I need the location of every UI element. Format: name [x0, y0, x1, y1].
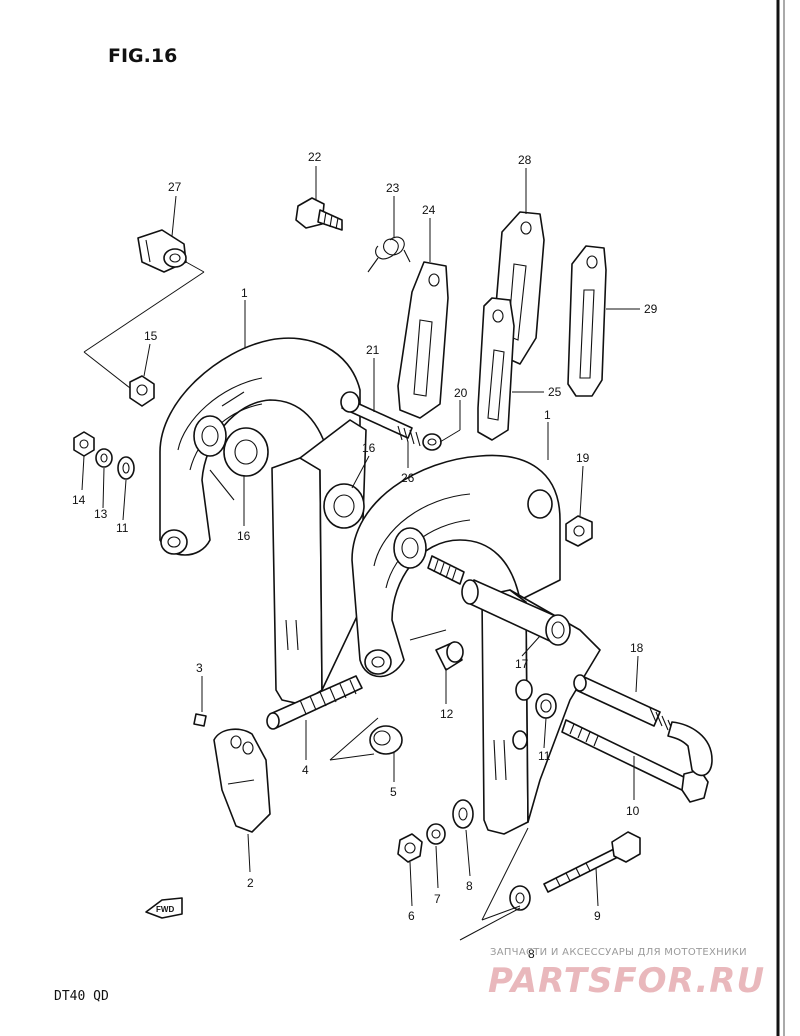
- part-11-washer-left: [117, 456, 135, 480]
- watermark-caption: ЗАПЧАСТИ И АКСЕССУАРЫ ДЛЯ МОТОТЕХНИКИ: [490, 947, 747, 958]
- callout-16-left: 16: [237, 529, 251, 543]
- part-4-rod: [266, 675, 363, 730]
- part-18-rod: [573, 674, 713, 777]
- callout-22: 22: [308, 150, 322, 164]
- part-7-lockwasher: [426, 823, 446, 845]
- fwd-arrow-icon: FWD: [145, 897, 183, 919]
- callout-3: 3: [196, 661, 203, 675]
- part-5-bush: [369, 725, 403, 755]
- part-8-washer-lower: [509, 885, 531, 911]
- part-17-tube: [461, 579, 571, 646]
- callout-14: 14: [72, 493, 86, 507]
- figure-title: FIG.16: [108, 45, 177, 67]
- callout-1-left: 1: [241, 286, 248, 300]
- callout-5: 5: [390, 785, 397, 799]
- callout-2: 2: [247, 876, 254, 890]
- part-1-bracket-right: [351, 454, 561, 678]
- callout-27: 27: [168, 180, 182, 194]
- callout-20: 20: [454, 386, 468, 400]
- callout-15: 15: [144, 329, 158, 343]
- callout-19: 19: [576, 451, 590, 465]
- callout-8-upper: 8: [466, 879, 473, 893]
- svg-text:FWD: FWD: [156, 905, 174, 914]
- callout-7: 7: [434, 892, 441, 906]
- threaded-stud: [427, 555, 465, 585]
- part-25-plate: [477, 297, 515, 441]
- part-21-pin: [340, 391, 413, 439]
- part-26-spring: [397, 425, 421, 447]
- callout-13: 13: [94, 507, 108, 521]
- callout-28: 28: [518, 153, 532, 167]
- callout-9: 9: [594, 909, 601, 923]
- part-20-washer: [422, 433, 442, 451]
- callout-16-right: 16: [362, 441, 376, 455]
- part-24-plate: [397, 261, 449, 419]
- callout-25: 25: [548, 385, 562, 399]
- part-27-fitting: [137, 229, 187, 273]
- callout-29: 29: [644, 302, 658, 316]
- part-13-lockwasher: [95, 448, 113, 468]
- part-15-nut: [129, 375, 155, 407]
- part-29-plate: [567, 245, 607, 397]
- part-14-nut: [73, 431, 95, 457]
- callout-18: 18: [630, 641, 644, 655]
- callout-6: 6: [408, 909, 415, 923]
- part-1-bracket-left: [159, 337, 361, 556]
- part-22-bolt: [295, 197, 343, 231]
- part-19-nut: [565, 515, 593, 547]
- callout-21: 21: [366, 343, 380, 357]
- callout-4: 4: [302, 763, 309, 777]
- part-8-washer-upper: [452, 799, 474, 829]
- watermark-brand: PARTSFOR.RU: [488, 961, 765, 1001]
- clamp-bracket-left: [271, 419, 367, 705]
- callout-17: 17: [515, 657, 529, 671]
- part-12-bush: [435, 641, 464, 671]
- part-23-spring: [367, 236, 411, 273]
- callout-26: 26: [401, 471, 415, 485]
- callout-12: 12: [440, 707, 454, 721]
- clamp-bracket-right: [481, 589, 601, 835]
- callout-1-right: 1: [544, 408, 551, 422]
- part-6-nut: [397, 833, 423, 863]
- part-10-bolt: [561, 719, 709, 803]
- part-3-pin: [193, 713, 207, 727]
- callout-labels: 1 1 2 3 4 5 6 7 8 8 9 10 11 11 12 13 14 …: [72, 150, 658, 961]
- callout-23: 23: [386, 181, 400, 195]
- callout-8-lower: 8: [528, 947, 535, 961]
- part-2-block: [213, 728, 271, 833]
- model-code: DT40 QD: [54, 989, 109, 1004]
- callout-11-left: 11: [116, 521, 129, 535]
- callout-10: 10: [626, 804, 640, 818]
- callout-24: 24: [422, 203, 436, 217]
- part-9-bolt: [543, 831, 641, 893]
- callout-11-right: 11: [538, 749, 551, 763]
- leader-lines: [81, 166, 640, 941]
